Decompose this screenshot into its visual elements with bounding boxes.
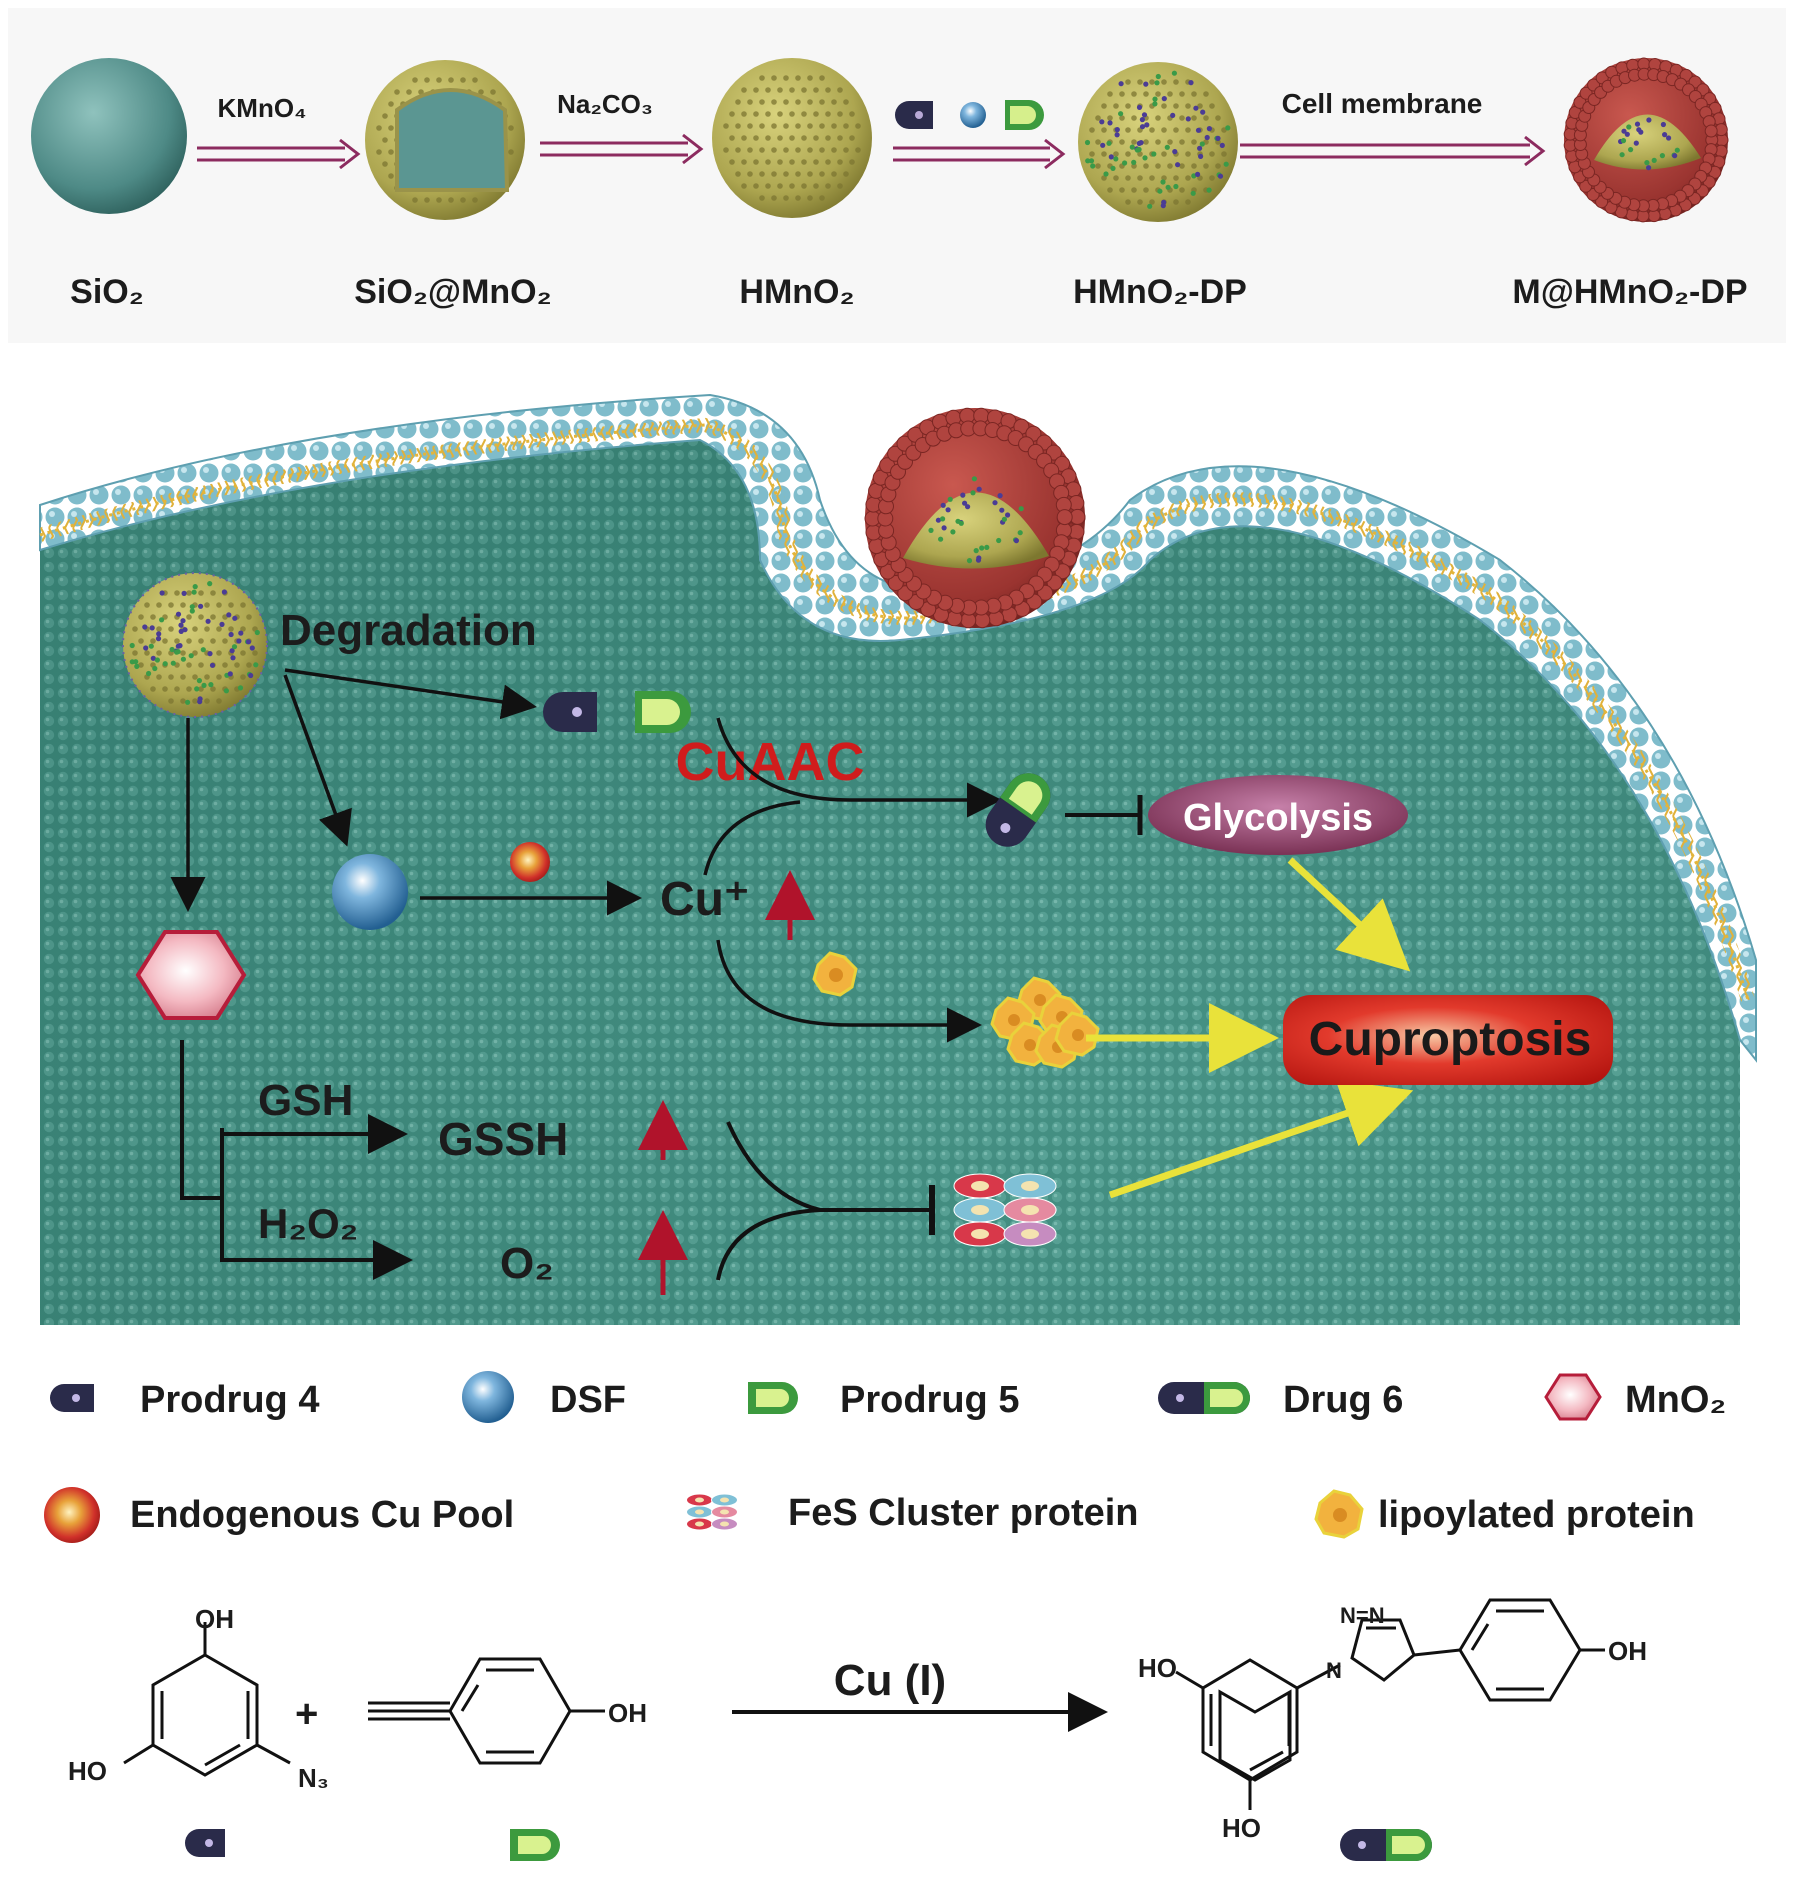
step-label-na2co3: Na₂CO₃ xyxy=(557,89,653,119)
gsh-label: GSH xyxy=(258,1076,353,1125)
triazole-n-eq-n: N=N xyxy=(1340,1603,1385,1628)
legend-prodrug4-icon xyxy=(50,1384,94,1412)
m-hmno2-dp-sphere xyxy=(1563,57,1729,223)
triazole-n1: N xyxy=(1326,1658,1342,1683)
degrading-particle xyxy=(122,572,268,718)
alkyne-benzene xyxy=(368,1657,605,1765)
reactant1-icon xyxy=(185,1829,225,1857)
fes-cluster-protein xyxy=(953,1173,1057,1247)
cuproptosis-box xyxy=(1283,995,1613,1085)
legend-dsf-label: DSF xyxy=(550,1379,626,1421)
legend-prodrug5-label: Prodrug 5 xyxy=(840,1379,1019,1421)
legend-mno2-label: MnO₂ xyxy=(1625,1379,1726,1421)
triazole-product xyxy=(1175,1598,1605,1810)
synthesis-background xyxy=(8,8,1786,343)
reactant1-ho: HO xyxy=(68,1756,107,1786)
product-icon xyxy=(1340,1829,1432,1861)
legend-mno2-icon xyxy=(1544,1373,1602,1421)
reactant2-icon xyxy=(510,1829,560,1861)
fes-inhibit-path xyxy=(716,1121,935,1281)
mno2-reaction-lines xyxy=(180,1040,413,1280)
particle-label-m-hmno2-dp: M@HMnO₂-DP xyxy=(1512,273,1747,311)
legend-lipoylated-icon xyxy=(1314,1489,1364,1539)
legend-cu-pool-label: Endogenous Cu Pool xyxy=(130,1494,514,1536)
step-label-cell-membrane: Cell membrane xyxy=(1282,88,1483,119)
glycolysis-pill xyxy=(1148,775,1408,855)
sio2-sphere xyxy=(31,58,187,214)
released-prodrugs xyxy=(543,691,691,733)
legend-fes-icon xyxy=(686,1493,738,1531)
reactant1-n3: N₃ xyxy=(298,1763,329,1793)
particle-label-sio2: SiO₂ xyxy=(70,273,144,311)
dsf-sphere xyxy=(332,854,408,930)
catalyst-label: Cu (I) xyxy=(834,1656,946,1705)
reactant2-oh: OH xyxy=(608,1698,647,1728)
drug6-capsule xyxy=(985,773,1051,847)
membrane-nanoparticle xyxy=(864,407,1086,629)
o2-label: O₂ xyxy=(500,1239,554,1288)
legend-cu-pool-icon xyxy=(44,1487,100,1543)
cu-plus-label: Cu⁺ xyxy=(660,873,749,926)
reaction-scheme xyxy=(123,1598,1605,1810)
hmno2-dp-sphere xyxy=(1078,62,1238,222)
cell-panel: Degradation Cu⁺ CuAAC xyxy=(37,393,1757,1325)
lipoylated-protein-cluster xyxy=(990,976,1100,1069)
legend-dsf-icon xyxy=(462,1371,514,1423)
cu-pool-dot xyxy=(510,842,550,882)
sio2-mno2-sphere xyxy=(365,60,525,220)
h2o2-label: H₂O₂ xyxy=(258,1200,358,1247)
lipoylated-protein-single xyxy=(812,951,858,997)
particle-label-sio2-mno2: SiO₂@MnO₂ xyxy=(354,273,551,311)
product-ho-top: HO xyxy=(1138,1653,1177,1683)
particle-label-hmno2: HMnO₂ xyxy=(739,273,854,311)
mno2-hexagon xyxy=(135,930,247,1020)
synthesis-arrows xyxy=(197,133,1546,170)
product-ho-bottom: HO xyxy=(1222,1813,1261,1843)
step-label-kmno4: KMnO₄ xyxy=(218,93,307,123)
cuproptosis-label: Cuproptosis xyxy=(1309,1013,1592,1066)
legend-prodrug4-label: Prodrug 4 xyxy=(140,1379,319,1421)
reactant1-oh: OH xyxy=(195,1604,234,1634)
plus-sign: + xyxy=(295,1692,318,1736)
cuaac-curves xyxy=(703,717,1002,1043)
yellow-arrows xyxy=(1086,857,1414,1199)
synthesis-panel: KMnO₄ Na₂CO₃ Cell membrane SiO₂ SiO₂@MnO… xyxy=(8,8,1786,343)
degradation-label: Degradation xyxy=(280,606,537,655)
legend-lipoylated-label: lipoylated protein xyxy=(1378,1494,1695,1536)
azide-benzene xyxy=(123,1622,291,1777)
reaction-labels: OH HO N₃ + OH Cu (I) HO HO OH N=N N xyxy=(68,1603,1647,1843)
legend: Prodrug 4 DSF Prodrug 5 Drug 6 MnO₂ Endo… xyxy=(44,1371,1726,1543)
hmno2-sphere xyxy=(712,58,872,218)
dsf-icon xyxy=(960,102,986,128)
product-oh: OH xyxy=(1608,1636,1647,1666)
cell-membrane-outer xyxy=(39,393,1757,1063)
degradation-arrows xyxy=(170,668,537,912)
glycolysis-label: Glycolysis xyxy=(1183,797,1373,839)
gssh-label: GSSH xyxy=(438,1113,568,1165)
legend-fes-label: FeS Cluster protein xyxy=(788,1492,1139,1534)
legend-drug6-label: Drug 6 xyxy=(1283,1379,1403,1421)
legend-prodrug5-icon xyxy=(748,1382,798,1414)
particle-label-hmno2-dp: HMnO₂-DP xyxy=(1073,273,1247,311)
drug-loading-icons xyxy=(895,100,1044,130)
legend-drug6-icon xyxy=(1158,1382,1250,1414)
